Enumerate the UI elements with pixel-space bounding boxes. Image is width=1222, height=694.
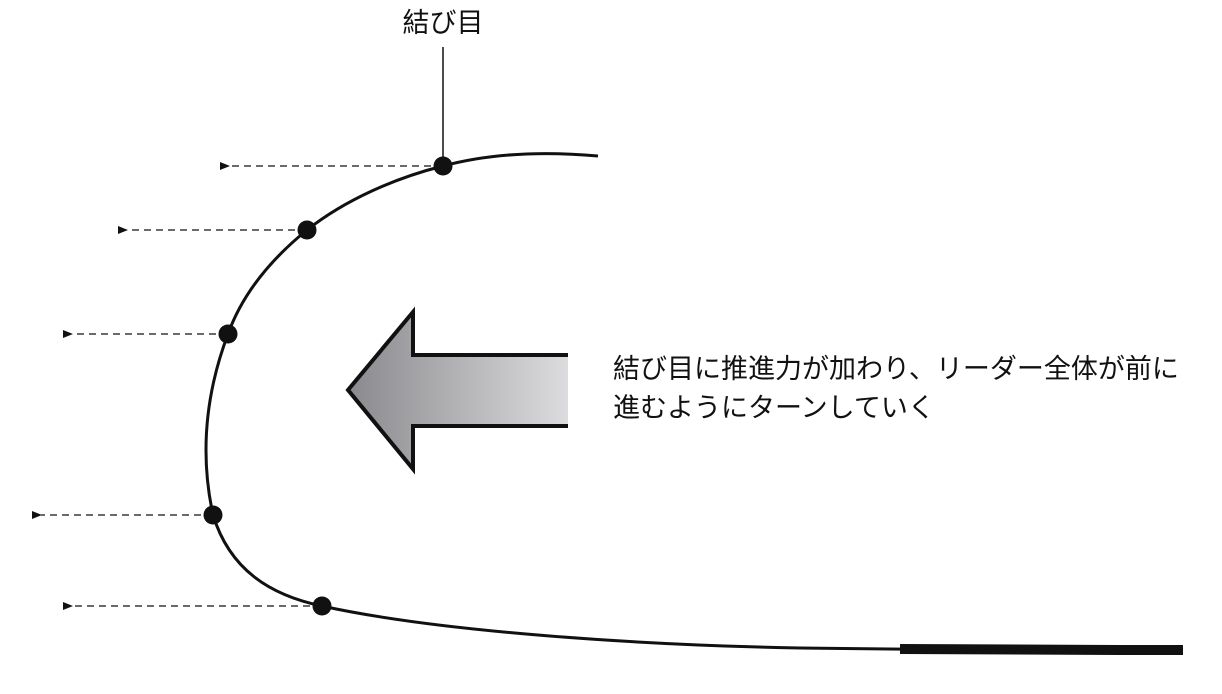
caption-line-1: 結び目に推進力が加わり、リーダー全体が前に xyxy=(613,354,1179,385)
knot-dot-1 xyxy=(433,156,453,176)
knot-dot-3 xyxy=(218,324,238,344)
knot-dot-5 xyxy=(312,596,332,616)
big-left-arrow xyxy=(345,306,568,475)
knot-dot-2 xyxy=(297,220,317,240)
knot-dot-4 xyxy=(203,505,223,525)
fly-line-thick xyxy=(899,644,1184,655)
knot-label: 結び目 xyxy=(402,8,484,39)
caption-line-2: 進むようにターンしていく xyxy=(613,393,935,424)
diagram-caption: 結び目に推進力が加わり、リーダー全体が前に 進むようにターンしていく xyxy=(613,350,1179,428)
